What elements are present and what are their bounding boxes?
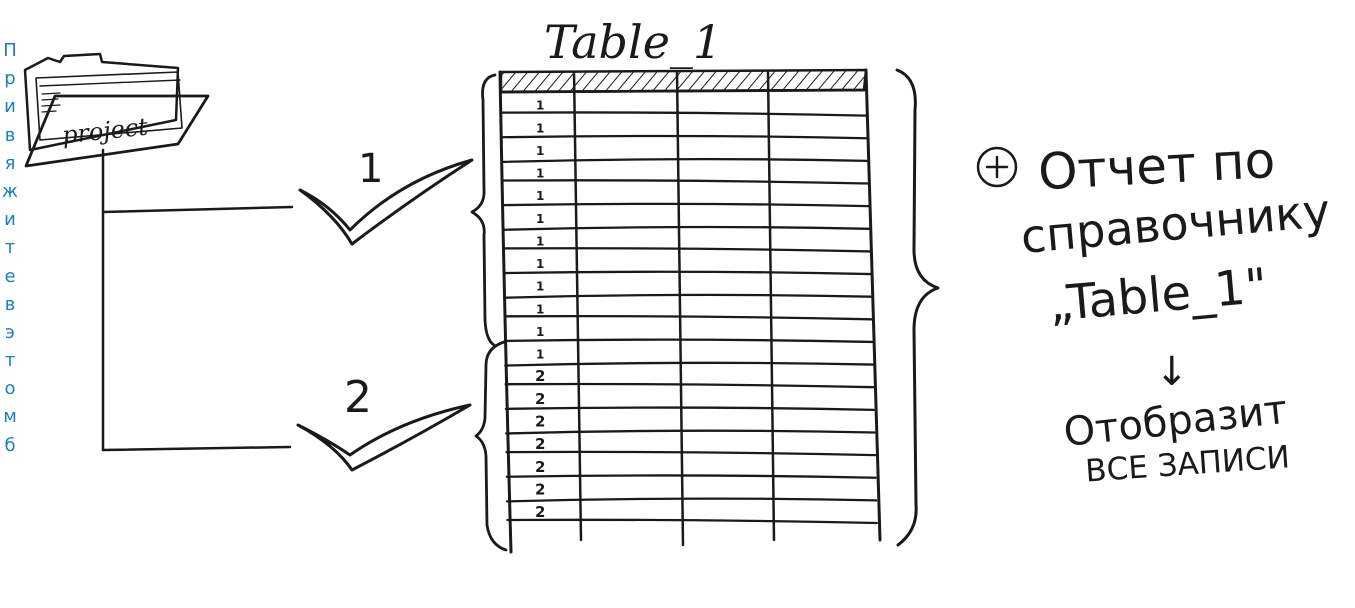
table-row	[504, 272, 870, 274]
table-row	[502, 112, 866, 115]
row-group-marker: 2	[535, 390, 545, 408]
tree-connector	[103, 150, 292, 450]
table-rows: 1 1 1 1 1 1 1 1 1 1 1 1 2 2 2 2 2 2 2	[502, 99, 877, 523]
table-header	[501, 70, 866, 92]
table-row	[505, 340, 872, 342]
down-arrow-icon: ↓	[1155, 349, 1189, 395]
table-row	[507, 475, 876, 477]
group-2-label: 2	[344, 372, 372, 423]
row-group-marker: 2	[535, 367, 545, 385]
row-group-marker: 2	[535, 412, 545, 430]
folder-icon	[25, 54, 208, 166]
row-group-marker: 1	[536, 167, 544, 181]
table-row	[503, 204, 868, 206]
reference-table: 1 1 1 1 1 1 1 1 1 1 1 1 2 2 2 2 2 2 2	[500, 70, 880, 552]
row-group-marker: 1	[536, 189, 544, 203]
row-group-marker: 1	[536, 121, 544, 135]
table-row	[504, 248, 870, 251]
table-row	[507, 452, 876, 455]
row-group-marker: 2	[535, 435, 545, 453]
row-group-marker: 1	[536, 302, 544, 316]
checkmark-1-icon	[300, 160, 472, 244]
plus-circle-icon	[978, 148, 1016, 186]
table-row	[504, 295, 870, 298]
checkmark-2-icon	[298, 405, 470, 470]
table-row	[503, 180, 868, 183]
table-row	[504, 227, 870, 230]
table-row	[506, 408, 874, 410]
report-line-3: „Table_1"	[1046, 258, 1269, 333]
row-group-marker: 2	[535, 458, 545, 476]
group-1-label: 1	[358, 146, 383, 192]
table-row	[502, 136, 866, 138]
table-row	[506, 431, 874, 434]
row-group-marker: 2	[535, 503, 545, 521]
row-group-marker: 1	[536, 212, 544, 226]
row-group-marker: 1	[536, 234, 544, 248]
right-brace	[897, 70, 938, 545]
row-group-marker: 2	[535, 480, 545, 498]
table-row	[503, 159, 868, 162]
row-group-marker: 1	[536, 99, 544, 113]
row-group-marker: 1	[536, 257, 544, 271]
table-row	[505, 316, 872, 319]
row-group-marker: 1	[536, 144, 544, 158]
table-row	[507, 499, 876, 502]
folder-label: project	[61, 113, 150, 150]
row-group-marker: 1	[536, 348, 544, 362]
row-group-marker: 1	[536, 280, 544, 294]
row-group-marker: 1	[536, 325, 544, 339]
table-row	[506, 384, 874, 387]
left-brace-group-1	[472, 75, 495, 345]
table-row	[507, 520, 876, 523]
left-brace-group-2	[476, 342, 506, 550]
table-row	[505, 363, 872, 366]
table-title: Table_1	[544, 15, 722, 69]
